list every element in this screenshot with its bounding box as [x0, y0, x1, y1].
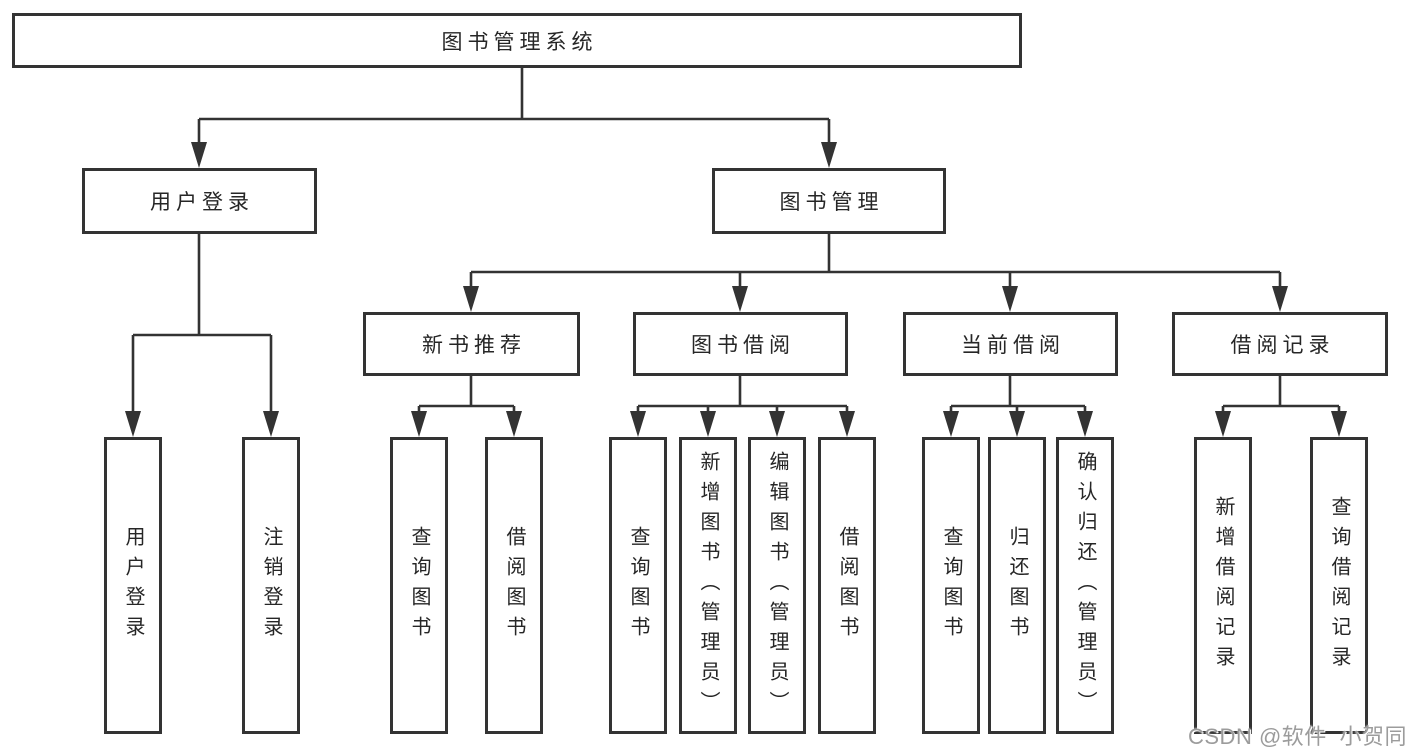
leaf-user-login: 用户登录 — [104, 437, 162, 734]
leaf-logout-login-label: 注销登录 — [260, 525, 282, 646]
node-root-label: 图书管理系统 — [441, 30, 598, 54]
leaf-edit-book-admin-label: 编辑图书（管理员） — [766, 450, 788, 721]
leaf-query-book-recommend-label: 查询图书 — [408, 525, 430, 646]
node-book-management-label: 图书管理 — [779, 191, 884, 214]
node-book-borrow: 图书借阅 — [633, 312, 848, 376]
leaf-add-borrow-record: 新增借阅记录 — [1194, 437, 1252, 734]
leaf-query-book-current: 查询图书 — [922, 437, 980, 734]
leaf-add-book-admin-label: 新增图书（管理员） — [697, 450, 719, 721]
leaf-add-borrow-record-label: 新增借阅记录 — [1212, 495, 1234, 676]
leaf-user-login-label: 用户登录 — [122, 525, 144, 646]
node-current-borrow-label: 当前借阅 — [961, 334, 1065, 357]
node-new-book-recommend: 新书推荐 — [363, 312, 580, 376]
leaf-query-book-borrow-label: 查询图书 — [627, 525, 649, 646]
csdn-watermark: CSDN @软件_小贺同学 — [1188, 724, 1405, 747]
node-borrow-records-label: 借阅记录 — [1230, 334, 1335, 357]
leaf-borrow-book-label: 借阅图书 — [836, 525, 858, 646]
leaf-borrow-book-recommend: 借阅图书 — [485, 437, 543, 734]
leaf-query-borrow-record: 查询借阅记录 — [1310, 437, 1368, 734]
node-new-book-recommend-label: 新书推荐 — [422, 334, 526, 357]
leaf-query-book-current-label: 查询图书 — [940, 525, 962, 646]
leaf-confirm-return-admin: 确认归还（管理员） — [1056, 437, 1114, 734]
leaf-add-book-admin: 新增图书（管理员） — [679, 437, 737, 734]
node-current-borrow: 当前借阅 — [903, 312, 1118, 376]
node-borrow-records: 借阅记录 — [1172, 312, 1388, 376]
leaf-borrow-book-recommend-label: 借阅图书 — [503, 525, 525, 646]
leaf-borrow-book: 借阅图书 — [818, 437, 876, 734]
leaf-logout-login: 注销登录 — [242, 437, 300, 734]
node-book-borrow-label: 图书借阅 — [691, 334, 795, 357]
leaf-return-book: 归还图书 — [988, 437, 1046, 734]
node-book-management: 图书管理 — [712, 168, 946, 234]
leaf-edit-book-admin: 编辑图书（管理员） — [748, 437, 806, 734]
node-user-login-label: 用户登录 — [150, 191, 254, 214]
leaf-query-borrow-record-label: 查询借阅记录 — [1328, 495, 1350, 676]
leaf-confirm-return-admin-label: 确认归还（管理员） — [1074, 450, 1096, 721]
node-root: 图书管理系统 — [12, 13, 1022, 68]
leaf-query-book-recommend: 查询图书 — [390, 437, 448, 734]
leaf-query-book-borrow: 查询图书 — [609, 437, 667, 734]
node-user-login: 用户登录 — [82, 168, 317, 234]
leaf-return-book-label: 归还图书 — [1006, 525, 1028, 646]
